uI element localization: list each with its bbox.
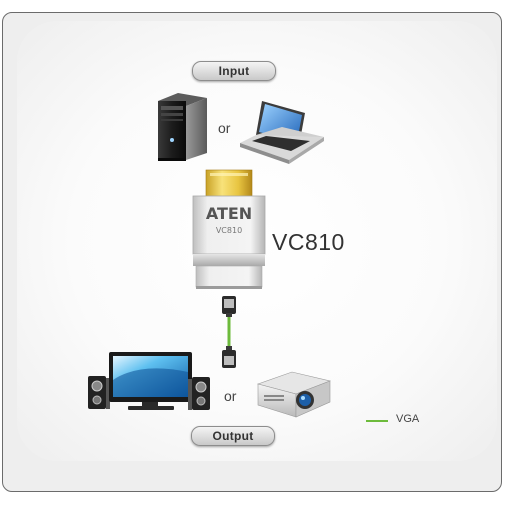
- vga-cable: [222, 296, 236, 368]
- input-label-pill: Input: [192, 61, 276, 81]
- or-text-bottom: or: [224, 388, 237, 404]
- speaker-left-icon: [88, 376, 110, 409]
- vc810-adapter: ATEN VC810: [192, 195, 266, 289]
- laptop-icon: [240, 101, 324, 164]
- device-model-label: VC810: [272, 229, 345, 255]
- pc-tower-icon: [158, 93, 207, 161]
- output-label-pill: Output: [191, 426, 275, 446]
- speaker-right-icon: [188, 377, 210, 410]
- hdmi-connector-icon: [205, 169, 253, 198]
- monitor-icon: [109, 352, 192, 410]
- device-brand-text: ATEN: [206, 204, 252, 223]
- device-model-small-text: VC810: [216, 226, 242, 235]
- vga-legend-line: [366, 420, 388, 422]
- or-text-top: or: [218, 120, 231, 136]
- vga-legend-label: VGA: [396, 413, 420, 425]
- projector-icon: [256, 371, 332, 418]
